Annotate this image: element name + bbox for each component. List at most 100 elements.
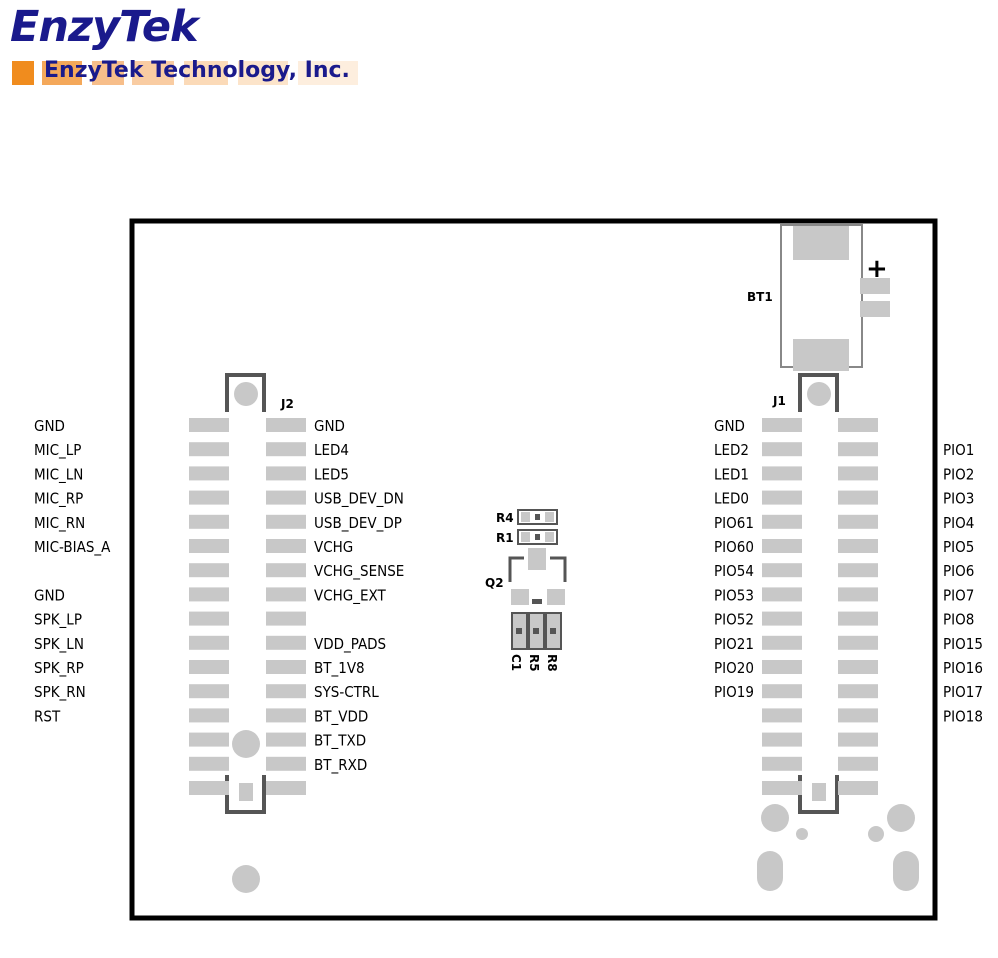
j1-right-pin-label: PIO4 (943, 514, 974, 532)
connector-pad (189, 490, 229, 505)
j1-left-pin-label: LED2 (714, 441, 749, 459)
j1-right-pin-label: PIO8 (943, 611, 974, 629)
connector-pad (762, 418, 802, 432)
r8-label: R8 (545, 654, 559, 672)
logo-company-name: EnzyTek Technology, Inc. (44, 58, 350, 83)
connector-pad (762, 442, 802, 457)
connector-pad (189, 781, 229, 795)
pin-labels: GND MIC_LP MIC_LN MIC_RP MIC_RN MIC-BIAS_A GND… (34, 417, 983, 775)
connector-pad (266, 611, 306, 626)
j1-right-pin-label: PIO2 (943, 465, 974, 483)
connector-pad (762, 781, 802, 795)
connector-pad (189, 732, 229, 747)
connector-pad (838, 781, 878, 795)
j2-left-pin-label: SPK_LN (34, 635, 84, 654)
connector-pad (838, 539, 878, 553)
connector-pad (189, 684, 229, 699)
logo-square (42, 61, 82, 85)
connector-pad (762, 756, 802, 771)
j2-left-pin-label: RST (34, 707, 61, 725)
j2-left-pin-label: GND (34, 586, 65, 604)
connector-pad (189, 635, 229, 650)
connector-pad (762, 660, 802, 674)
connector-pad (838, 708, 878, 723)
battery-holder-bt1 (780, 224, 890, 371)
connector-pad (838, 684, 878, 699)
board-outline (129, 218, 938, 921)
connector-pad (838, 466, 878, 481)
j2-left-pin-label: MIC_LP (34, 441, 81, 460)
j2-left-pin-label: SPK_RN (34, 683, 86, 702)
j1-label: J1 (772, 394, 786, 408)
connector-pad (762, 563, 802, 578)
connector-pad (762, 514, 802, 529)
plus-polarity-icon: + (866, 254, 888, 284)
j1-left-pin-label: PIO19 (714, 683, 754, 701)
j1-right-pin-label: PIO1 (943, 441, 974, 459)
connector-pad (189, 563, 229, 578)
connector-pad (838, 756, 878, 771)
j1-left-pin-label: GND (714, 417, 745, 435)
j2-right-pin-label: LED5 (314, 465, 349, 483)
j2-left-pin-label: MIC_LN (34, 465, 83, 484)
j2-left-pin-label: GND (34, 417, 65, 435)
connector-pad (266, 466, 306, 481)
j2-left-pin-label: MIC-BIAS_A (34, 538, 111, 557)
connector-pad (189, 442, 229, 457)
j2-right-pin-label: BT_TXD (314, 732, 366, 751)
j2-label: J2 (280, 397, 294, 411)
r4-label: R4 (496, 511, 514, 525)
connector-pad (266, 684, 306, 699)
j1-right-pin-label: PIO3 (943, 490, 974, 508)
resistor-r4 (517, 509, 558, 525)
j1-right-pin-label: PIO6 (943, 562, 974, 580)
j2-left-pin-label: SPK_LP (34, 611, 82, 630)
j1-left-pin-label: PIO20 (714, 659, 754, 677)
connector-pad (838, 660, 878, 674)
j2-left-pin-label: MIC_RP (34, 490, 83, 509)
j2-right-pin-label: BT_1V8 (314, 659, 365, 678)
connector-pad (189, 587, 229, 602)
j1-left-pin-label: PIO54 (714, 562, 754, 580)
connector-pad (189, 514, 229, 529)
j2-right-pin-label: GND (314, 417, 345, 435)
connector-pad (762, 732, 802, 747)
j2-right-pin-label: USB_DEV_DN (314, 490, 404, 509)
q2-label: Q2 (485, 576, 504, 590)
connector-pad (189, 611, 229, 626)
connector-pad (762, 684, 802, 699)
j1-left-pin-label: PIO21 (714, 635, 754, 653)
connector-pad (266, 708, 306, 723)
j2-right-pin-label: VCHG_EXT (314, 586, 387, 605)
j2-right-pin-label: USB_DEV_DP (314, 514, 402, 533)
connector-pad (838, 587, 878, 602)
j2-left-pin-label: MIC_RN (34, 514, 85, 533)
connector-pad (838, 732, 878, 747)
connector-pad (266, 539, 306, 553)
j1-right-pin-label: PIO15 (943, 635, 983, 653)
logo-square (184, 61, 228, 85)
connector-pad (266, 418, 306, 432)
logo-accent-bar (12, 61, 382, 85)
resistor-r1 (517, 529, 558, 545)
connector-j2 (225, 373, 266, 893)
connector-pad (838, 514, 878, 529)
connector-pad (838, 442, 878, 457)
connector-pads (189, 418, 878, 795)
connector-pad (266, 635, 306, 650)
j2-right-pin-label: VDD_PADS (314, 635, 386, 654)
connector-pad (762, 539, 802, 553)
j2-right-pin-label: VCHG_SENSE (314, 562, 404, 581)
logo-wordmark: EnzyTek (10, 2, 199, 52)
logo-square (238, 61, 288, 85)
connector-pad (189, 539, 229, 553)
connector-pad (266, 563, 306, 578)
connector-pad (266, 442, 306, 457)
j1-right-pin-label: PIO17 (943, 683, 983, 701)
connector-pad (189, 660, 229, 674)
connector-pad (762, 587, 802, 602)
connector-j1 (757, 373, 919, 891)
connector-pad (189, 756, 229, 771)
connector-pad (266, 660, 306, 674)
